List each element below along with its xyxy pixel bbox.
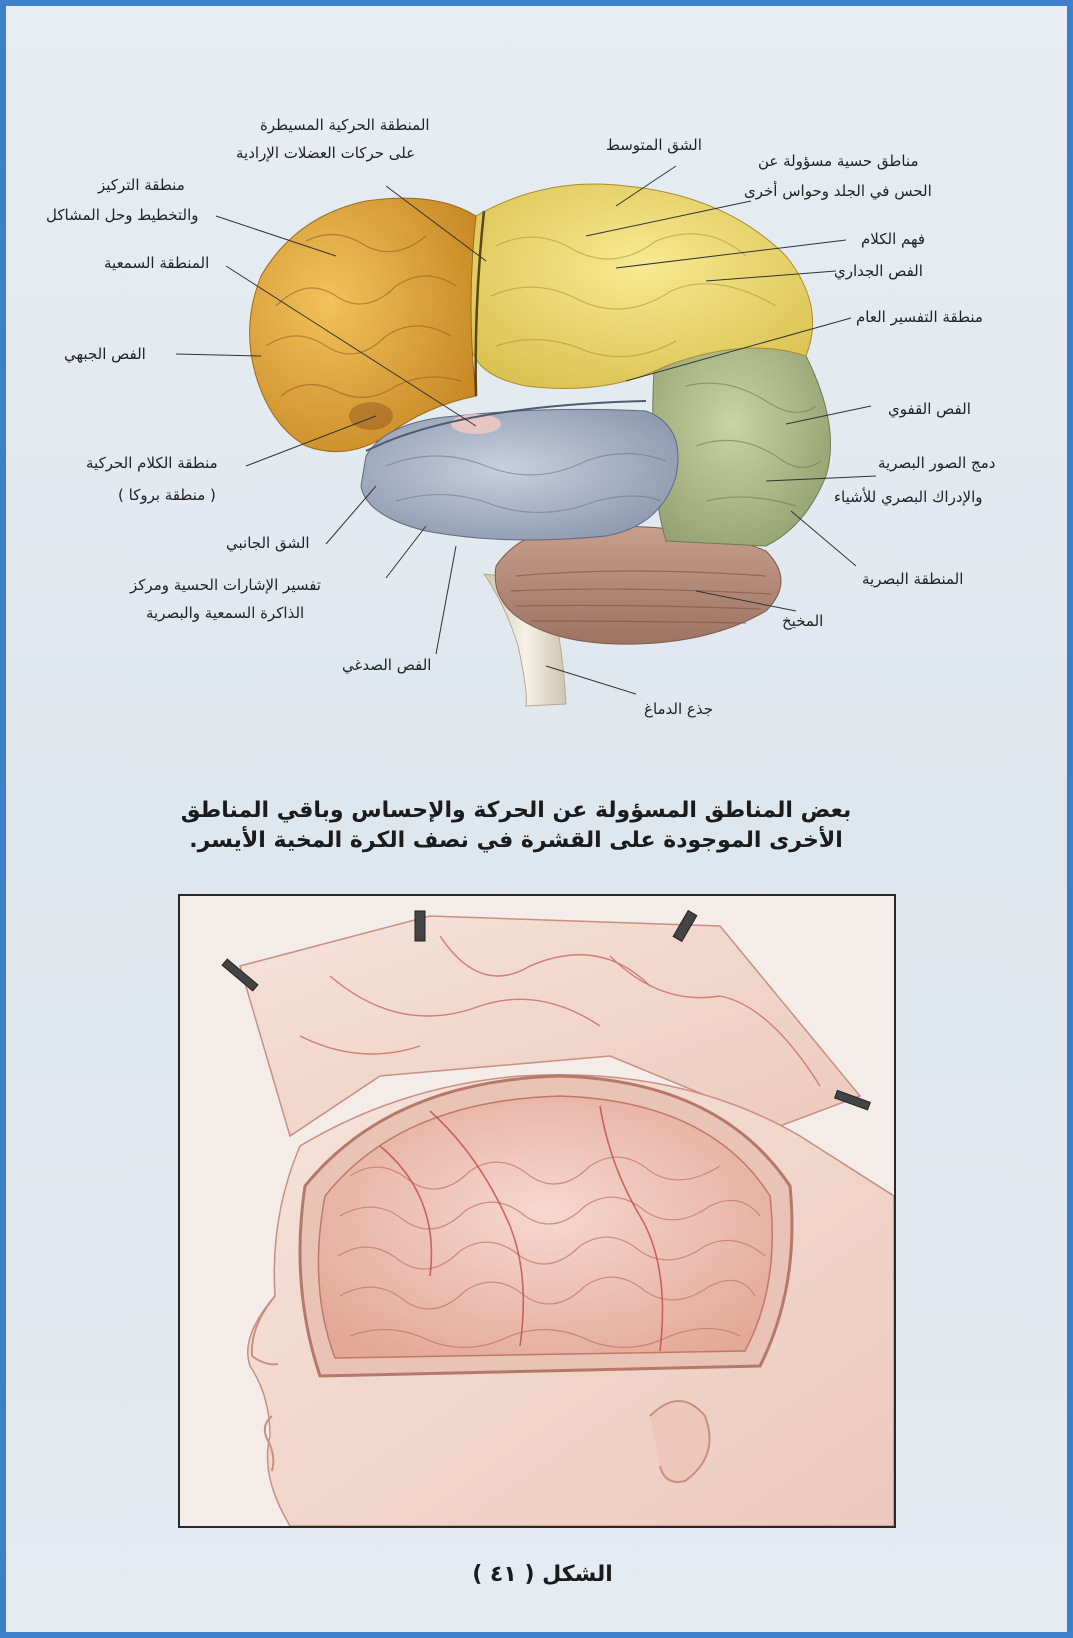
exposed-brain-drawing [180,896,894,1526]
label-motor-area-2: على حركات العضلات الإرادية [236,142,415,164]
label-auditory-area: المنطقة السمعية [104,252,209,274]
label-concentration-2: والتخطيط وحل المشاكل [46,204,199,226]
label-motor-area: المنطقة الحركية المسيطرة [260,114,430,136]
label-brainstem: جذع الدماغ [644,698,713,720]
caption-line-2: الأخرى الموجودة على القشرة في نصف الكرة … [156,826,876,856]
label-broca-2: ( منطقة بروكا ) [118,484,216,506]
label-sensory-2: الحس في الجلد وحواس أخرى [744,180,932,202]
label-temporal-lobe: الفص الصدغي [342,654,431,676]
broca-area-shape [349,402,393,430]
label-speech-understanding: فهم الكلام [861,228,925,250]
caption-line-1: بعض المناطق المسؤولة عن الحركة والإحساس … [156,796,876,826]
label-central-sulcus: الشق المتوسط [606,134,702,156]
label-frontal-lobe: الفص الجبهي [64,343,146,365]
label-interpretation-area: منطقة التفسير العام [856,306,983,328]
label-visual-merge: دمج الصور البصرية [878,452,995,474]
label-interpret-signals-2: الذاكرة السمعية والبصرية [146,602,304,624]
figure-caption: بعض المناطق المسؤولة عن الحركة والإحساس … [156,796,876,856]
exposed-brain-illustration [178,894,896,1528]
label-concentration-1: منطقة التركيز [98,174,185,196]
label-visual-area: المنطقة البصرية [862,568,963,590]
label-sensory-1: مناطق حسية مسؤولة عن [758,150,919,172]
label-interpret-signals-1: تفسير الإشارات الحسية ومركز [130,574,321,596]
label-lateral-sulcus: الشق الجانبي [226,532,310,554]
brain-diagram [6,6,1067,766]
label-parietal-lobe: الفص الجداري [834,260,923,282]
label-occipital-lobe: الفص القفوي [888,398,971,420]
figure-number: الشكل ( ٤١ ) [6,1562,1073,1587]
label-visual-perception: والإدراك البصري للأشياء [834,486,982,508]
label-broca-1: منطقة الكلام الحركية [86,452,218,474]
label-cerebellum: المخيخ [782,610,823,632]
